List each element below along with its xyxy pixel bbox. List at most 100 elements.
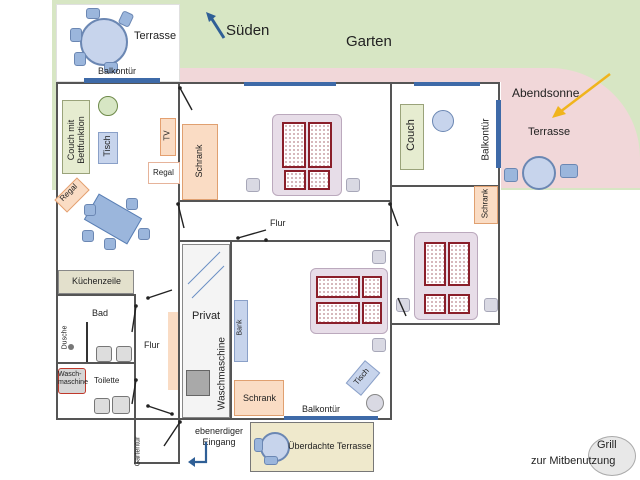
balcony-top-label: Balkontür <box>98 66 137 76</box>
mattress <box>448 242 470 286</box>
wall <box>390 82 392 202</box>
round-table-right <box>432 110 454 132</box>
private-label: Privat <box>192 310 221 322</box>
garden-label: Garten <box>346 33 392 50</box>
wardrobe-bottom-label: Schrank <box>243 393 277 403</box>
covered-terrace-label: Überdachte Terrasse <box>288 441 372 451</box>
shelf-small <box>148 162 180 184</box>
wall <box>56 294 136 296</box>
terrace-top-left <box>56 4 180 82</box>
chair <box>264 456 278 465</box>
pillow <box>448 294 470 314</box>
wardrobe-right <box>474 186 498 224</box>
south-label: Süden <box>226 22 270 39</box>
wall <box>178 418 180 464</box>
pillow <box>362 276 382 298</box>
wall <box>134 462 180 464</box>
nightstand <box>372 338 386 352</box>
nightstand <box>246 178 260 192</box>
mattress <box>282 122 306 168</box>
kitchen-counter <box>58 270 134 294</box>
round-table <box>80 18 128 66</box>
bench <box>234 300 248 362</box>
chair <box>104 238 116 250</box>
wall <box>56 362 136 364</box>
washing-machine-small <box>58 368 86 394</box>
balcony-door <box>414 82 480 86</box>
mattress <box>316 276 360 298</box>
chair <box>254 438 263 452</box>
balcony-door <box>496 100 501 168</box>
grill-label: Grill <box>597 439 617 451</box>
bath-label: Bad <box>92 308 109 318</box>
pillow <box>424 294 446 314</box>
wardrobe-bottom <box>234 380 284 416</box>
sink <box>94 398 110 414</box>
shower-drain <box>68 344 74 350</box>
hall-left-label: Flur <box>144 340 160 350</box>
toilet-bowl <box>112 396 130 414</box>
wardrobe-top <box>182 124 218 200</box>
chair <box>70 28 82 42</box>
wall <box>56 82 58 420</box>
pillow <box>284 170 306 190</box>
washing-machine <box>186 370 210 396</box>
balcony-door <box>84 78 160 83</box>
toilet-label: Toilette <box>94 376 120 385</box>
chair <box>74 52 86 66</box>
mattress <box>308 122 332 168</box>
chair <box>86 8 100 19</box>
chair <box>560 164 578 178</box>
wall <box>178 240 392 242</box>
nightstand <box>484 298 498 312</box>
wall <box>230 240 232 420</box>
wall <box>56 82 180 84</box>
shared-use-label: zur Mitbenutzung <box>531 455 616 467</box>
kitchen-label: Küchenzeile <box>72 276 122 286</box>
chair <box>126 198 138 210</box>
chair <box>138 228 150 240</box>
chair <box>504 168 518 182</box>
evening-sun-label: Abendsonne <box>512 86 580 100</box>
chair <box>84 204 96 216</box>
wall <box>390 240 392 420</box>
grill-area <box>588 436 636 476</box>
chair-round <box>366 394 384 412</box>
shelf-small-label: Regal <box>153 168 174 177</box>
wall <box>56 418 180 420</box>
round-table-terrace <box>522 156 556 190</box>
nightstand <box>346 178 360 192</box>
toilet-bath <box>116 346 132 362</box>
wall <box>178 200 392 202</box>
entrance-label: ebenerdiger Eingang <box>194 426 244 447</box>
wall <box>392 185 498 187</box>
tv-unit <box>160 118 176 156</box>
couch-right <box>400 104 424 170</box>
chair <box>82 230 94 242</box>
washing-machine-small-label: Wasch-maschine <box>58 371 88 386</box>
plant <box>98 96 118 116</box>
arrow-down-left-icon <box>552 73 611 118</box>
mattress <box>424 242 446 286</box>
wall <box>392 323 500 325</box>
wall <box>390 200 392 324</box>
pillow <box>308 170 330 190</box>
wall <box>178 82 180 422</box>
hall-cabinet <box>168 312 178 390</box>
arrow-up-left-icon <box>206 12 226 39</box>
sofa-bed <box>62 100 90 174</box>
terrace-right-label: Terrasse <box>528 126 571 138</box>
hall-top-label: Flur <box>270 218 286 228</box>
wall <box>498 82 500 325</box>
glass-pattern <box>187 251 225 299</box>
table-left <box>98 132 118 164</box>
nightstand <box>372 250 386 264</box>
mattress <box>316 302 360 324</box>
arrow-down-icon <box>188 442 208 467</box>
balcony-door <box>284 416 378 420</box>
pillow <box>362 302 382 324</box>
chair <box>104 62 118 73</box>
balcony-bottom-label: Balkontür <box>302 404 341 414</box>
shower-wall <box>86 322 88 362</box>
